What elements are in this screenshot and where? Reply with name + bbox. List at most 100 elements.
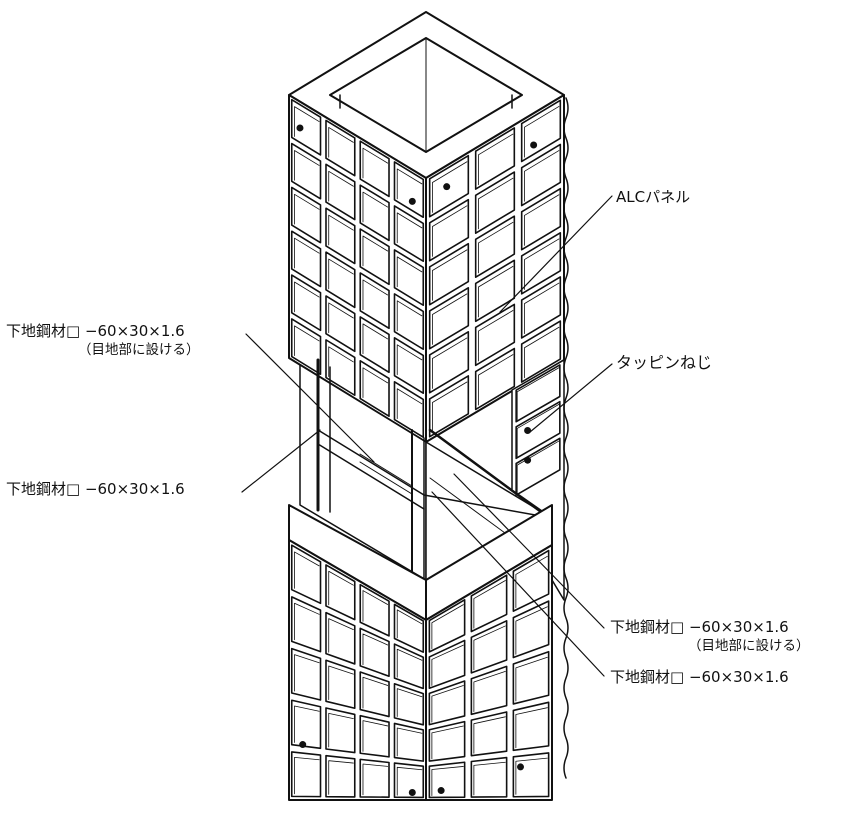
upper-right-tile (428, 286, 470, 350)
upper-left-tile (325, 119, 356, 177)
lower-right-tile-edge (431, 604, 464, 650)
lower-right-tile-edge (431, 766, 464, 796)
upper-right-tile (474, 303, 516, 367)
lower-right-tile-edge (515, 555, 548, 608)
upper-left-tile (359, 140, 390, 198)
leader-upper-left-steel (245, 333, 375, 463)
upper-right-tile (520, 99, 562, 163)
lower-right-grid (428, 549, 550, 799)
right-mid-tile-edge (516, 367, 560, 421)
upper-left-tile (325, 339, 356, 397)
upper-left-tile-edge (396, 300, 423, 332)
upper-right-tile (474, 259, 516, 323)
lower-left-tile (393, 762, 425, 799)
lower-left-tile (325, 611, 356, 665)
upper-left-tile-edge (396, 344, 423, 376)
lower-right-tile (512, 600, 550, 659)
right-mid-tile-edge (516, 440, 560, 494)
lower-left-tile-edge (396, 609, 423, 639)
upper-left-tile (393, 205, 425, 263)
upper-left-tile-edge (294, 193, 320, 225)
upper-left-tile (290, 274, 322, 332)
upper-right-tile (520, 320, 562, 383)
upper-right-tile (474, 347, 516, 411)
upper-left-tile-edge (362, 235, 389, 267)
lower-right-tile-edge (473, 716, 506, 754)
upper-left-tile (325, 295, 356, 353)
lower-left-tile (393, 722, 425, 762)
lower-left-tile (290, 596, 322, 653)
screw-dot (530, 141, 538, 149)
lower-left-tile-edge (396, 688, 423, 717)
lower-left-tile-edge (362, 763, 389, 796)
upper-right-tile (428, 331, 470, 394)
upper-left-tile (359, 272, 390, 330)
lower-left-tile (325, 659, 356, 710)
right-mid-tile (515, 400, 561, 460)
lower-right-tile-edge (515, 656, 548, 702)
lower-left-tile-edge (396, 766, 423, 796)
screw-dot (524, 427, 532, 434)
lower-right-tile (512, 752, 550, 798)
lower-right-tile-edge (431, 685, 464, 723)
lower-right-tile-edge (515, 707, 548, 749)
lower-right-tile (470, 756, 508, 798)
upper-left-tile (290, 186, 322, 244)
upper-left-tile (290, 318, 322, 376)
lower-left-tile-edge (396, 648, 423, 678)
upper-right-tile (520, 231, 562, 295)
lower-right-tile (470, 619, 508, 674)
upper-left-tile (325, 207, 356, 265)
upper-right-tile (428, 198, 470, 262)
upper-left-tile-edge (328, 214, 354, 246)
upper-right-tile-edge (524, 282, 560, 335)
screw-dot (517, 763, 524, 771)
upper-right-tile-edge (432, 249, 468, 301)
upper-left-tile (359, 184, 390, 242)
lower-right-tile-edge (473, 761, 506, 796)
leader-tapping-screw (529, 363, 613, 433)
upper-right-tile (428, 154, 470, 218)
upper-left-tile-edge (362, 279, 389, 311)
upper-right-tile-edge (524, 326, 560, 379)
lower-left-tile (325, 564, 356, 621)
lower-right-tile (512, 650, 550, 705)
upper-right-tile-edge (432, 205, 468, 257)
leader-lower-right-steel (431, 491, 605, 677)
upper-left-tile (393, 380, 425, 439)
screw-dot (408, 788, 416, 796)
lower-left-tile-edge (362, 676, 389, 709)
label-base-steel-lower-right: 下地鋼材□ −60×30×1.6 (610, 668, 789, 686)
screw-dot (524, 456, 532, 464)
upper-left-tile (393, 249, 425, 307)
label-base-steel-lower-left: 下地鋼材□ −60×30×1.6 (6, 480, 185, 498)
lower-left-tile-edge (328, 618, 354, 653)
lower-left-tile (359, 671, 390, 718)
cut-edge-diagonal (428, 428, 554, 522)
upper-left-tile-edge (328, 170, 354, 202)
upper-left-tile (393, 293, 425, 351)
upper-right-tile (520, 143, 562, 207)
upper-right-tile (474, 171, 516, 234)
lower-left-tile (290, 699, 322, 750)
lower-right-tile-edge (473, 670, 506, 712)
upper-left-tile-edge (396, 256, 423, 288)
lower-left-tile-edge (396, 727, 423, 757)
leader-upper-right-steel (453, 473, 605, 629)
lower-right-tile (470, 711, 508, 757)
upper-right-tile (474, 215, 516, 279)
upper-left-tile-edge (294, 106, 320, 137)
upper-right-tile-edge (524, 238, 560, 290)
upper-left-tile (290, 98, 322, 156)
steel-rail-left (317, 429, 425, 496)
lower-left-tile (290, 751, 322, 798)
lower-right-tile (470, 574, 508, 633)
lower-right-tile-edge (473, 625, 506, 671)
lower-left-tile (290, 647, 322, 701)
upper-right-tile-edge (478, 177, 514, 230)
lower-left-tile (393, 682, 425, 726)
leader-lines (241, 195, 613, 677)
upper-right-tile (474, 127, 516, 190)
